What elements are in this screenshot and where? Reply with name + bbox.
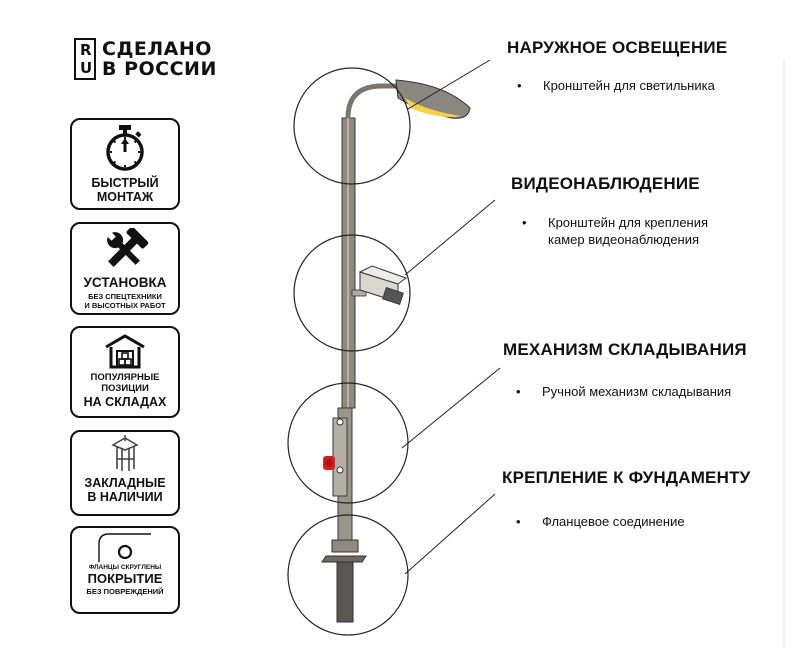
logo-letter-u: U	[80, 59, 93, 77]
zoom-circle-foundation	[287, 514, 409, 636]
stopwatch-icon	[106, 125, 144, 171]
badge-title: МОНТАЖ	[96, 190, 154, 205]
badge-subtitle: БЕЗ ПОВРЕЖДЕНИЙ	[86, 586, 164, 596]
feature-heading-foundation: КРЕПЛЕНИЕ К ФУНДАМЕНТУ	[502, 468, 751, 487]
embedded-part-icon	[111, 435, 139, 471]
feature-item: Фланцевое соединение	[516, 513, 684, 530]
badge-title: БЫСТРЫЙ	[91, 176, 159, 190]
badge-fast-install: БЫСТРЫЙ МОНТАЖ	[70, 118, 180, 210]
badge-title: ПОКРЫТИЕ	[87, 570, 163, 586]
logo-letter-r: R	[80, 41, 92, 59]
zoom-circle-camera	[293, 234, 411, 352]
pole-illustration	[287, 60, 785, 648]
feature-item-line: камер видеонаблюдения	[548, 232, 700, 247]
badge-subtitle: ФЛАНЦЫ СКРУГЛЕНЫ	[88, 564, 162, 571]
badge-title: ПОПУЛЯРНЫЕ	[90, 372, 160, 383]
warehouse-icon	[105, 334, 145, 369]
feature-heading-folding: МЕХАНИЗМ СКЛАДЫВАНИЯ	[503, 340, 747, 359]
logo-text: СДЕЛАНО В РОССИИ	[102, 39, 217, 79]
badge-warehouse-stock: ПОПУЛЯРНЫЕ ПОЗИЦИИ НА СКЛАДАХ	[70, 326, 180, 418]
feature-heading-lighting: НАРУЖНОЕ ОСВЕЩЕНИЕ	[507, 38, 728, 57]
rounded-flange-icon	[98, 533, 151, 562]
lamp-icon	[395, 79, 471, 119]
badge-subtitle: И ВЫСОТНЫХ РАБОТ	[84, 300, 166, 310]
logo-line-1: СДЕЛАНО	[102, 38, 212, 60]
badge-subtitle: БЕЗ СПЕЦТЕХНИКИ	[88, 291, 162, 301]
badge-coating: ФЛАНЦЫ СКРУГЛЕНЫ ПОКРЫТИЕ БЕЗ ПОВРЕЖДЕНИ…	[70, 526, 180, 614]
embedded-part	[336, 561, 354, 623]
zoom-circle-lighting	[293, 67, 411, 185]
made-in-russia-logo: R U СДЕЛАНО В РОССИИ	[74, 38, 224, 82]
ru-logo-box: R U	[74, 38, 96, 80]
camera-icon	[351, 265, 408, 305]
leader-line-foundation	[404, 493, 496, 575]
badge-title: В НАЛИЧИИ	[87, 490, 163, 505]
badge-title: ЗАКЛАДНЫЕ	[84, 476, 166, 490]
badge-title: ПОЗИЦИИ	[101, 382, 149, 394]
tools-icon	[105, 228, 149, 267]
feature-item: Кронштейн для светильника	[517, 77, 715, 94]
feature-item: Ручной механизм складывания	[516, 383, 731, 400]
feature-item-line: Кронштейн для крепления	[548, 215, 709, 230]
flange	[321, 555, 367, 563]
feature-heading-video: ВИДЕОНАБЛЮДЕНИЕ	[511, 174, 700, 193]
folding-plate	[332, 417, 348, 497]
leader-line-camera	[404, 199, 496, 276]
feature-item: Кронштейн для крепления камер видеонаблю…	[522, 214, 709, 248]
logo-line-2: В РОССИИ	[102, 58, 217, 80]
leader-line-lighting	[407, 60, 491, 110]
leader-line-folding	[401, 367, 501, 449]
badge-title: НА СКЛАДАХ	[83, 394, 167, 409]
badge-no-special-equipment: УСТАНОВКА БЕЗ СПЕЦТЕХНИКИ И ВЫСОТНЫХ РАБ…	[70, 222, 180, 315]
badge-embedded-parts: ЗАКЛАДНЫЕ В НАЛИЧИИ	[70, 430, 180, 516]
badge-title: УСТАНОВКА	[83, 275, 167, 290]
